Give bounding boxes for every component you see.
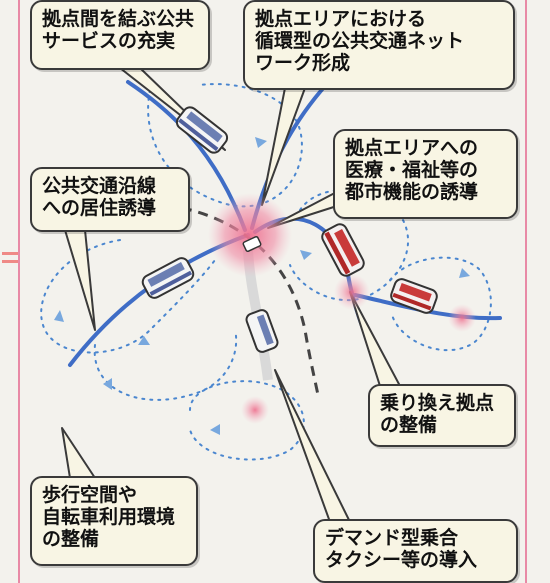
bus-icon bbox=[321, 223, 365, 277]
flow-arrow bbox=[459, 268, 470, 278]
taxi-icon bbox=[242, 235, 262, 253]
callout-urban-function-induction: 拠点エリアへの 医療・福祉等の 都市機能の誘導 bbox=[333, 129, 518, 219]
bus-icon bbox=[390, 278, 438, 314]
bus-icon bbox=[141, 257, 195, 299]
leader-c7 bbox=[274, 369, 351, 523]
sub-hub-bottom bbox=[241, 396, 269, 424]
leader-c2 bbox=[261, 87, 306, 206]
sub-hub-right bbox=[334, 274, 370, 310]
edge-marker bbox=[0, 248, 18, 268]
bus-icon bbox=[175, 106, 229, 154]
flow-arrow bbox=[138, 336, 150, 345]
flow-arrow bbox=[255, 137, 267, 148]
callout-transfer-hub: 乗り換え拠点 の整備 bbox=[368, 384, 516, 447]
loop-left bbox=[40, 239, 216, 354]
flow-arrow bbox=[300, 250, 312, 260]
callout-hub-connection-service: 拠点間を結ぶ公共 サービスの充実 bbox=[30, 0, 210, 70]
callout-walking-cycling-environment: 歩行空間や 自転車利用環境 の整備 bbox=[30, 476, 198, 566]
sub-hub-far-right bbox=[448, 304, 476, 332]
loop-bottom-left bbox=[93, 329, 238, 401]
flow-arrow bbox=[54, 310, 64, 322]
circulation-loops bbox=[40, 83, 492, 461]
loop-bottom bbox=[189, 380, 305, 461]
loop-far-right bbox=[389, 256, 492, 352]
callout-residential-induction: 公共交通沿線 への居住誘導 bbox=[30, 167, 190, 232]
bus-icon bbox=[245, 309, 279, 353]
main-hub bbox=[208, 193, 292, 277]
frame-border-right bbox=[525, 0, 527, 583]
callout-demand-taxi: デマンド型乗合 タクシー等の導入 bbox=[313, 519, 518, 583]
flow-arrow bbox=[103, 378, 112, 390]
loop-top bbox=[147, 83, 303, 208]
callout-circular-transit-network: 拠点エリアにおける 循環型の公共交通ネット ワーク形成 bbox=[243, 0, 515, 90]
frame-border-left bbox=[18, 0, 20, 583]
flow-arrow bbox=[210, 424, 220, 435]
leader-c6 bbox=[61, 427, 96, 479]
loop-right bbox=[289, 189, 410, 302]
leader-c4 bbox=[64, 229, 96, 331]
